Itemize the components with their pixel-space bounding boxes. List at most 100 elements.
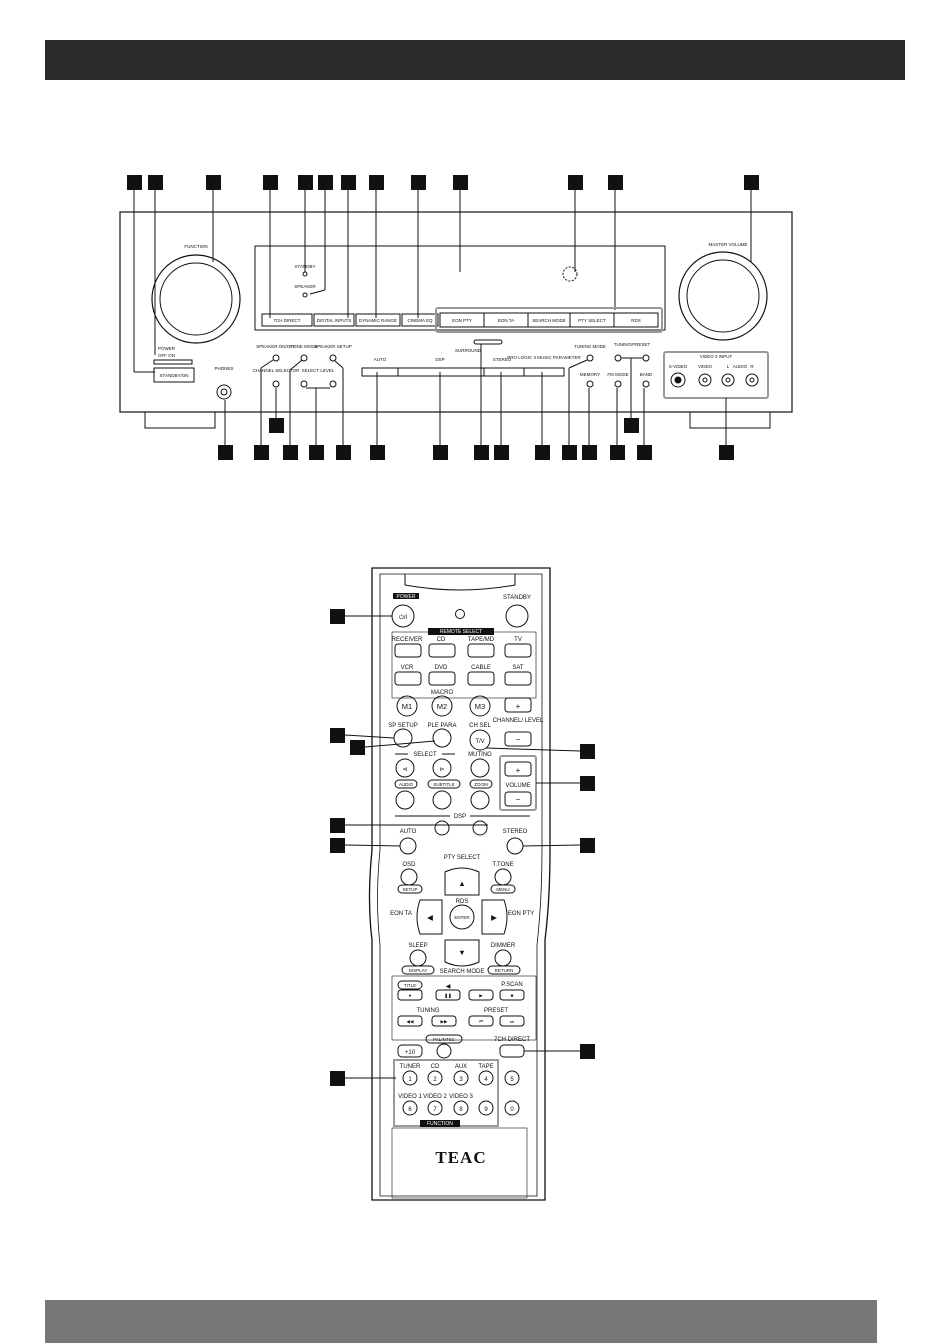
dimmer-button[interactable] [494,949,512,967]
audio-l-jack[interactable] [721,373,735,387]
7ch-direct-button[interactable] [261,313,313,327]
sleep-button[interactable] [409,949,427,967]
cd-button[interactable] [428,643,456,658]
power-state: OFF ON [158,353,175,358]
record-button[interactable] [397,989,423,1001]
enter-button[interactable] [449,904,475,930]
7ch-direct-button[interactable] [499,1044,525,1058]
cable-button[interactable] [467,671,495,686]
vcr-label: VCR [401,665,414,671]
speaker-onoff-button[interactable] [272,354,280,362]
channel-selector-button[interactable] [272,380,280,388]
stereo-label: STEREO [503,829,528,835]
num-6-button[interactable] [402,1100,418,1116]
stereo-button[interactable] [506,837,524,855]
stop-button[interactable] [499,989,525,1001]
dsp-right-button[interactable] [472,820,488,836]
preset-down-button[interactable] [468,1015,494,1027]
plus10-button[interactable] [397,1044,423,1058]
t-tone-button[interactable] [494,868,512,886]
muting-button[interactable] [470,758,490,778]
tuning-down-button[interactable] [397,1015,423,1027]
down-button[interactable] [444,939,480,967]
zoom-button[interactable] [470,790,490,810]
band-button[interactable] [642,380,650,388]
num-7-button[interactable] [427,1100,443,1116]
m2-button[interactable] [431,695,453,717]
num-3-button[interactable] [453,1070,469,1086]
tuning-down-button[interactable] [614,354,622,362]
standby-on-button[interactable] [153,367,195,383]
num-9-button[interactable] [478,1100,494,1116]
right-button[interactable] [481,899,508,935]
sat-button[interactable] [504,671,532,686]
subtitle-button[interactable] [432,790,452,810]
m1-button[interactable] [396,695,418,717]
dynamic-range-button[interactable] [355,313,401,327]
pause-button[interactable] [435,989,461,1001]
num-0-button[interactable] [504,1100,520,1116]
volume-up-button[interactable] [504,761,532,777]
num-5-button[interactable] [504,1070,520,1086]
volume-label: VOLUME [505,783,530,789]
channel-level-up-button[interactable] [504,697,532,713]
tv-button[interactable] [504,643,532,658]
pal-ntsc-button[interactable] [436,1043,452,1059]
num-2-button[interactable] [427,1070,443,1086]
tv-toggle-button[interactable] [469,729,491,751]
cable-label: CABLE [471,665,491,671]
standby-button[interactable] [505,604,529,628]
tuning-up-button[interactable] [431,1015,457,1027]
receiver-button[interactable] [394,643,422,658]
auto-button[interactable] [399,837,417,855]
power-switch[interactable] [153,359,193,365]
master-volume-knob[interactable] [678,251,768,341]
preset-up-button[interactable] [499,1015,525,1027]
up-button[interactable] [444,867,480,896]
num-8-button[interactable] [453,1100,469,1116]
dsp-left-button[interactable] [434,820,450,836]
select-level-down[interactable] [300,380,308,388]
tuning-up-button[interactable] [642,354,650,362]
left-button[interactable] [416,899,443,935]
tuning-mode-button[interactable] [586,354,594,362]
function-knob[interactable] [151,254,241,344]
digital-inputs-button[interactable] [313,313,355,327]
cinema-eq-button[interactable] [401,313,439,327]
video-jack[interactable] [698,373,712,387]
num-4-button[interactable] [478,1070,494,1086]
play-icon: ▶ [479,993,483,998]
num-1-button[interactable] [402,1070,418,1086]
audio-button[interactable] [395,790,415,810]
vcr-button[interactable] [394,671,422,686]
power-label: POWER [158,346,176,351]
select-left-button[interactable] [395,758,415,778]
volume-minus-icon: − [516,795,521,804]
remote-sensor [562,266,578,282]
audio-r-jack[interactable] [745,373,759,387]
ple-para-button[interactable] [432,728,452,748]
channel-level-down-button[interactable] [504,731,532,747]
s-video-jack[interactable] [670,372,686,388]
select-right-button[interactable] [432,758,452,778]
memory-button[interactable] [586,380,594,388]
speaker-setup-button[interactable] [329,354,337,362]
dvd-button[interactable] [428,671,456,686]
phones-jack[interactable] [216,384,232,400]
osd-button[interactable] [400,868,418,886]
m3-button[interactable] [469,695,491,717]
preset-label: PRESET [484,1008,508,1014]
fm-mode-label: FM MODE [607,372,628,377]
dynamic-range-label: DYNAMIC RANGE [359,318,397,323]
play-button[interactable] [468,989,494,1001]
fm-mode-button[interactable] [614,380,622,388]
tape-md-button[interactable] [467,643,495,658]
tone-mode-button[interactable] [300,354,308,362]
foot-right [689,411,771,429]
select-level-up[interactable] [329,380,337,388]
rds-button[interactable] [613,312,659,328]
volume-down-button[interactable] [504,791,532,807]
surround-indicator [473,339,503,345]
leader-lines-bottom [224,344,727,445]
pause-icon: ❚❚ [444,993,452,999]
